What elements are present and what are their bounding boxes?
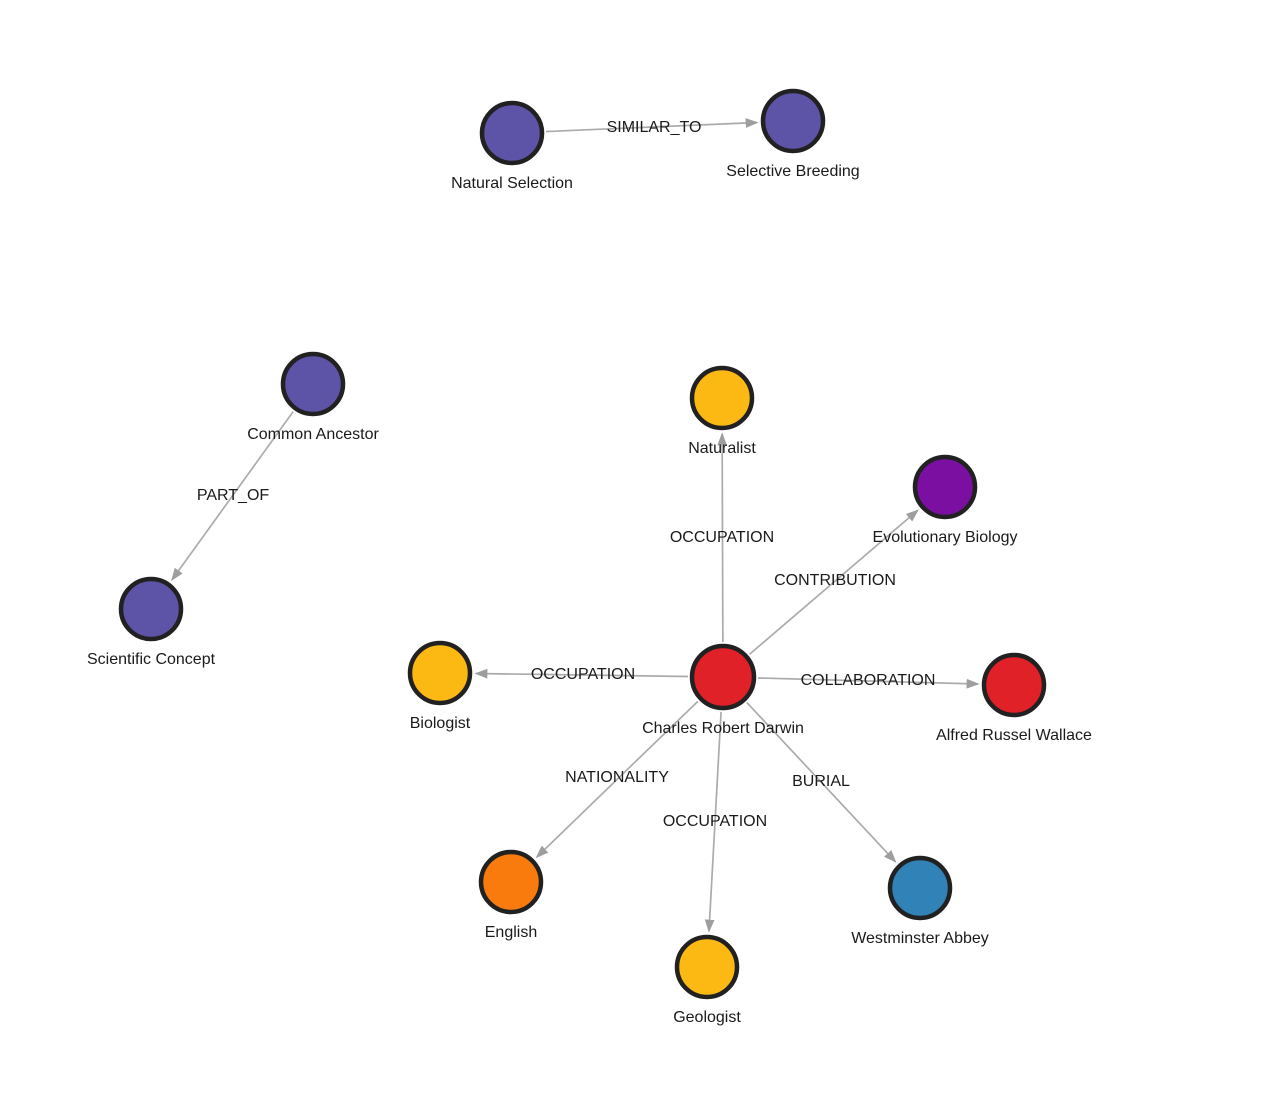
- node-naturalist[interactable]: [689, 365, 755, 431]
- node-westminster-abbey[interactable]: [887, 855, 953, 921]
- edge-label-charles-robert-darwin--english: NATIONALITY: [565, 769, 669, 786]
- node-biologist[interactable]: [407, 640, 473, 706]
- node-label-charles-robert-darwin: Charles Robert Darwin: [642, 720, 804, 737]
- edge-charles-robert-darwin--naturalist[interactable]: [717, 432, 728, 643]
- node-natural-selection[interactable]: [479, 100, 545, 166]
- node-label-english: English: [485, 924, 537, 941]
- edge-charles-robert-darwin--westminster-abbey[interactable]: [746, 702, 897, 863]
- node-label-common-ancestor: Common Ancestor: [247, 426, 379, 443]
- node-geologist[interactable]: [674, 934, 740, 1000]
- edge-charles-robert-darwin--english[interactable]: [535, 700, 699, 859]
- node-label-geologist: Geologist: [673, 1009, 741, 1026]
- edge-labels-layer: SIMILAR_TOPART_OFOCCUPATIONCONTRIBUTIONC…: [197, 119, 936, 830]
- node-selective-breeding[interactable]: [760, 88, 826, 154]
- edge-charles-robert-darwin--biologist[interactable]: [474, 668, 689, 679]
- node-label-alfred-russel-wallace: Alfred Russel Wallace: [936, 727, 1092, 744]
- edge-charles-robert-darwin--alfred-russel-wallace[interactable]: [757, 677, 980, 689]
- node-label-biologist: Biologist: [410, 715, 471, 732]
- node-label-scientific-concept: Scientific Concept: [87, 651, 216, 668]
- node-english[interactable]: [478, 849, 544, 915]
- edge-common-ancestor--scientific-concept[interactable]: [171, 411, 294, 582]
- node-evolutionary-biology[interactable]: [912, 454, 978, 520]
- edge-charles-robert-darwin--evolutionary-biology[interactable]: [749, 509, 919, 655]
- node-charles-robert-darwin[interactable]: [689, 643, 757, 711]
- node-label-evolutionary-biology: Evolutionary Biology: [873, 529, 1018, 546]
- edge-charles-robert-darwin--geologist[interactable]: [704, 711, 722, 933]
- node-common-ancestor[interactable]: [280, 351, 346, 417]
- edge-natural-selection--selective-breeding[interactable]: [545, 118, 759, 133]
- node-scientific-concept[interactable]: [118, 576, 184, 642]
- node-label-natural-selection: Natural Selection: [451, 175, 573, 192]
- nodes-layer: [118, 88, 1047, 1000]
- node-label-selective-breeding: Selective Breeding: [726, 163, 859, 180]
- edges-layer: [171, 118, 980, 933]
- node-label-westminster-abbey: Westminster Abbey: [851, 930, 989, 947]
- node-alfred-russel-wallace[interactable]: [981, 652, 1047, 718]
